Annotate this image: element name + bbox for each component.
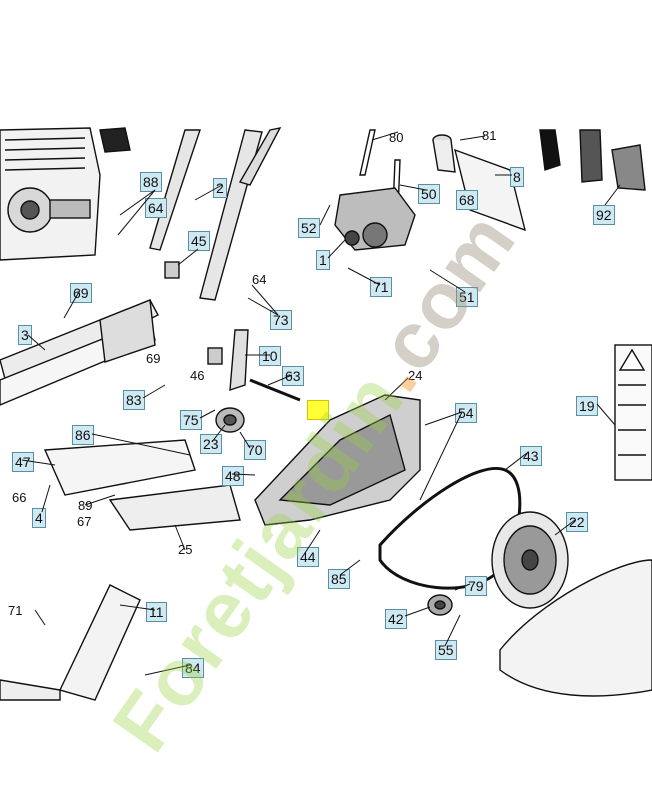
belt-guard-part xyxy=(254,394,421,526)
callout-45[interactable]: 45 xyxy=(188,231,210,251)
shaft-part xyxy=(432,134,526,232)
callout-51[interactable]: 51 xyxy=(456,287,478,307)
callout-3[interactable]: 3 xyxy=(18,325,32,345)
callout-67[interactable]: 67 xyxy=(77,514,92,529)
callout-92[interactable]: 92 xyxy=(593,205,615,225)
callout-2[interactable]: 2 xyxy=(213,178,227,198)
tine-part xyxy=(539,129,561,171)
callout-48[interactable]: 48 xyxy=(222,466,244,486)
tine-frame-part xyxy=(0,584,141,701)
callout-64b[interactable]: 64 xyxy=(252,272,267,287)
callout-69b[interactable]: 69 xyxy=(146,351,161,366)
callout-1[interactable]: 1 xyxy=(316,250,330,270)
callout-66[interactable]: 66 xyxy=(12,490,27,505)
safety-label-part xyxy=(614,344,652,481)
callout-70[interactable]: 70 xyxy=(244,440,266,460)
plate-86-part xyxy=(43,439,196,496)
callout-23[interactable]: 23 xyxy=(200,434,222,454)
nut-cluster-part xyxy=(611,144,646,191)
callout-11[interactable]: 11 xyxy=(146,602,167,622)
callout-42[interactable]: 42 xyxy=(385,609,407,629)
spacer-part xyxy=(164,261,180,279)
callout-63[interactable]: 63 xyxy=(282,366,304,386)
cover-part xyxy=(499,559,652,697)
callout-71b[interactable]: 71 xyxy=(8,603,23,618)
plate-25-part xyxy=(108,484,241,531)
callout-46[interactable]: 46 xyxy=(190,368,205,383)
callout-85[interactable]: 85 xyxy=(328,569,350,589)
callout-84[interactable]: 84 xyxy=(182,658,204,678)
spacer-46-part xyxy=(207,347,223,365)
callout-55[interactable]: 55 xyxy=(435,640,457,660)
handle-bar-part xyxy=(149,127,282,301)
callout-44[interactable]: 44 xyxy=(297,547,319,567)
gearbox-part xyxy=(334,187,416,251)
highlight-marker xyxy=(307,400,329,420)
rod-part xyxy=(359,129,376,176)
callout-10[interactable]: 10 xyxy=(259,346,281,366)
callout-54[interactable]: 54 xyxy=(455,403,477,423)
bolt-part xyxy=(249,378,301,402)
small-pulley-part xyxy=(427,594,453,616)
callout-52[interactable]: 52 xyxy=(298,218,320,238)
callout-64[interactable]: 64 xyxy=(145,198,167,218)
engine-part xyxy=(0,127,131,261)
callout-88[interactable]: 88 xyxy=(140,172,162,192)
callout-86[interactable]: 86 xyxy=(72,425,94,445)
callout-43[interactable]: 43 xyxy=(520,446,542,466)
callout-75[interactable]: 75 xyxy=(180,410,202,430)
bracket-10-part xyxy=(229,329,249,391)
callout-4[interactable]: 4 xyxy=(32,508,46,528)
callout-19[interactable]: 19 xyxy=(576,396,598,416)
main-pulley-part xyxy=(491,511,569,609)
idler-pulley-part xyxy=(215,407,245,433)
bracket-part xyxy=(579,129,603,183)
callout-24[interactable]: 24 xyxy=(408,368,423,383)
callout-89[interactable]: 89 xyxy=(78,498,93,513)
callout-68[interactable]: 68 xyxy=(456,190,478,210)
callout-73[interactable]: 73 xyxy=(270,310,292,330)
callout-22[interactable]: 22 xyxy=(566,512,588,532)
main-frame-part xyxy=(0,299,159,406)
callout-79[interactable]: 79 xyxy=(465,576,487,596)
callout-81[interactable]: 81 xyxy=(482,128,497,143)
callout-47[interactable]: 47 xyxy=(12,452,34,472)
callout-8[interactable]: 8 xyxy=(510,167,524,187)
callout-83[interactable]: 83 xyxy=(123,390,145,410)
